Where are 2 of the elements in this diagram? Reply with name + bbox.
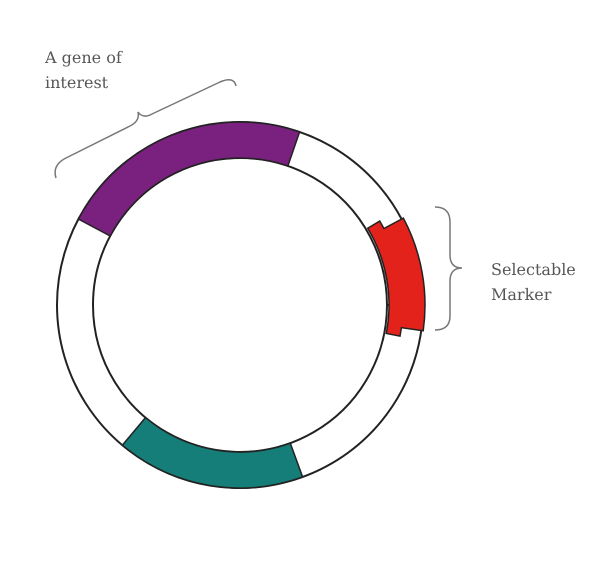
annotation-label: A gene of interest [45, 47, 124, 94]
annotation-label: Selectable Marker [491, 259, 577, 306]
